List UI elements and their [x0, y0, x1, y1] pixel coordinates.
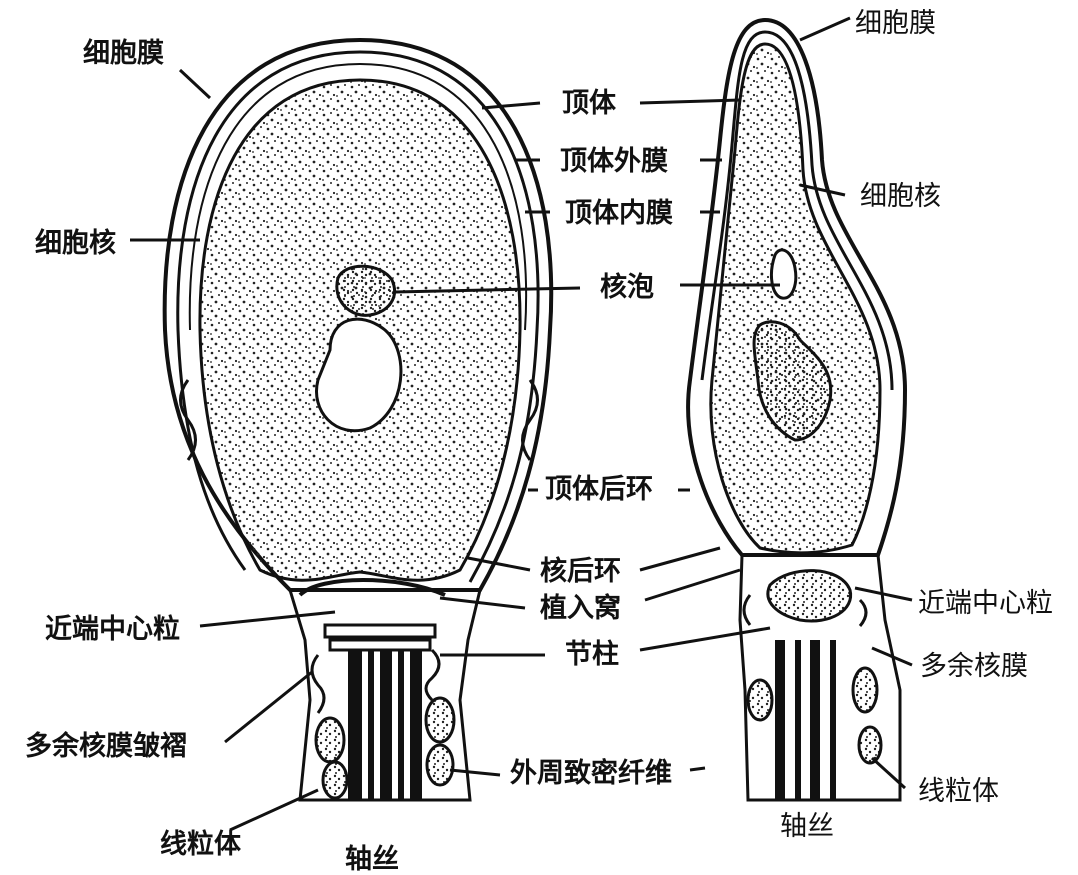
label-right-mitochondria: 线粒体: [918, 776, 999, 807]
right-proximal-centriole: [768, 571, 851, 621]
label-outer-dense-fibers: 外周致密纤维: [510, 757, 672, 789]
left-tail: [290, 590, 480, 800]
label-right-nucleus: 细胞核: [860, 181, 941, 212]
label-posterior-nuclear-ring: 核后环: [540, 555, 621, 587]
label-inner-acrosomal-membrane: 顶体内膜: [565, 198, 673, 229]
label-right-proximal-centriole: 近端中心粒: [918, 588, 1053, 619]
label-segmented-column: 节柱: [565, 639, 619, 670]
label-right-axoneme: 轴丝: [780, 811, 834, 842]
label-acrosome: 顶体: [562, 88, 617, 119]
left-segmented-column: [325, 625, 435, 650]
label-postacrosomal-ring: 顶体后环: [545, 474, 653, 505]
label-outer-acrosomal-membrane: 顶体外膜: [560, 146, 668, 177]
label-implantation-fossa: 植入窝: [540, 592, 621, 624]
label-left-proximal-centriole: 近端中心粒: [45, 614, 180, 645]
left-outer-dense-fibers: [348, 650, 422, 800]
label-left-mitochondria: 线粒体: [160, 829, 242, 860]
label-left-redundant-envelope-folds: 多余核膜皱褶: [25, 730, 187, 762]
label-left-cell-membrane: 细胞膜: [83, 37, 164, 69]
right-nucleus: [711, 44, 880, 553]
label-nuclear-vacuole: 核泡: [600, 271, 654, 303]
left-sperm: [165, 40, 552, 800]
right-sperm: [688, 20, 905, 800]
label-left-axoneme: 轴丝: [345, 844, 399, 875]
label-right-redundant-envelope: 多余核膜: [920, 651, 1028, 682]
label-left-nucleus: 细胞核: [35, 227, 116, 259]
label-right-cell-membrane: 细胞膜: [855, 8, 936, 39]
